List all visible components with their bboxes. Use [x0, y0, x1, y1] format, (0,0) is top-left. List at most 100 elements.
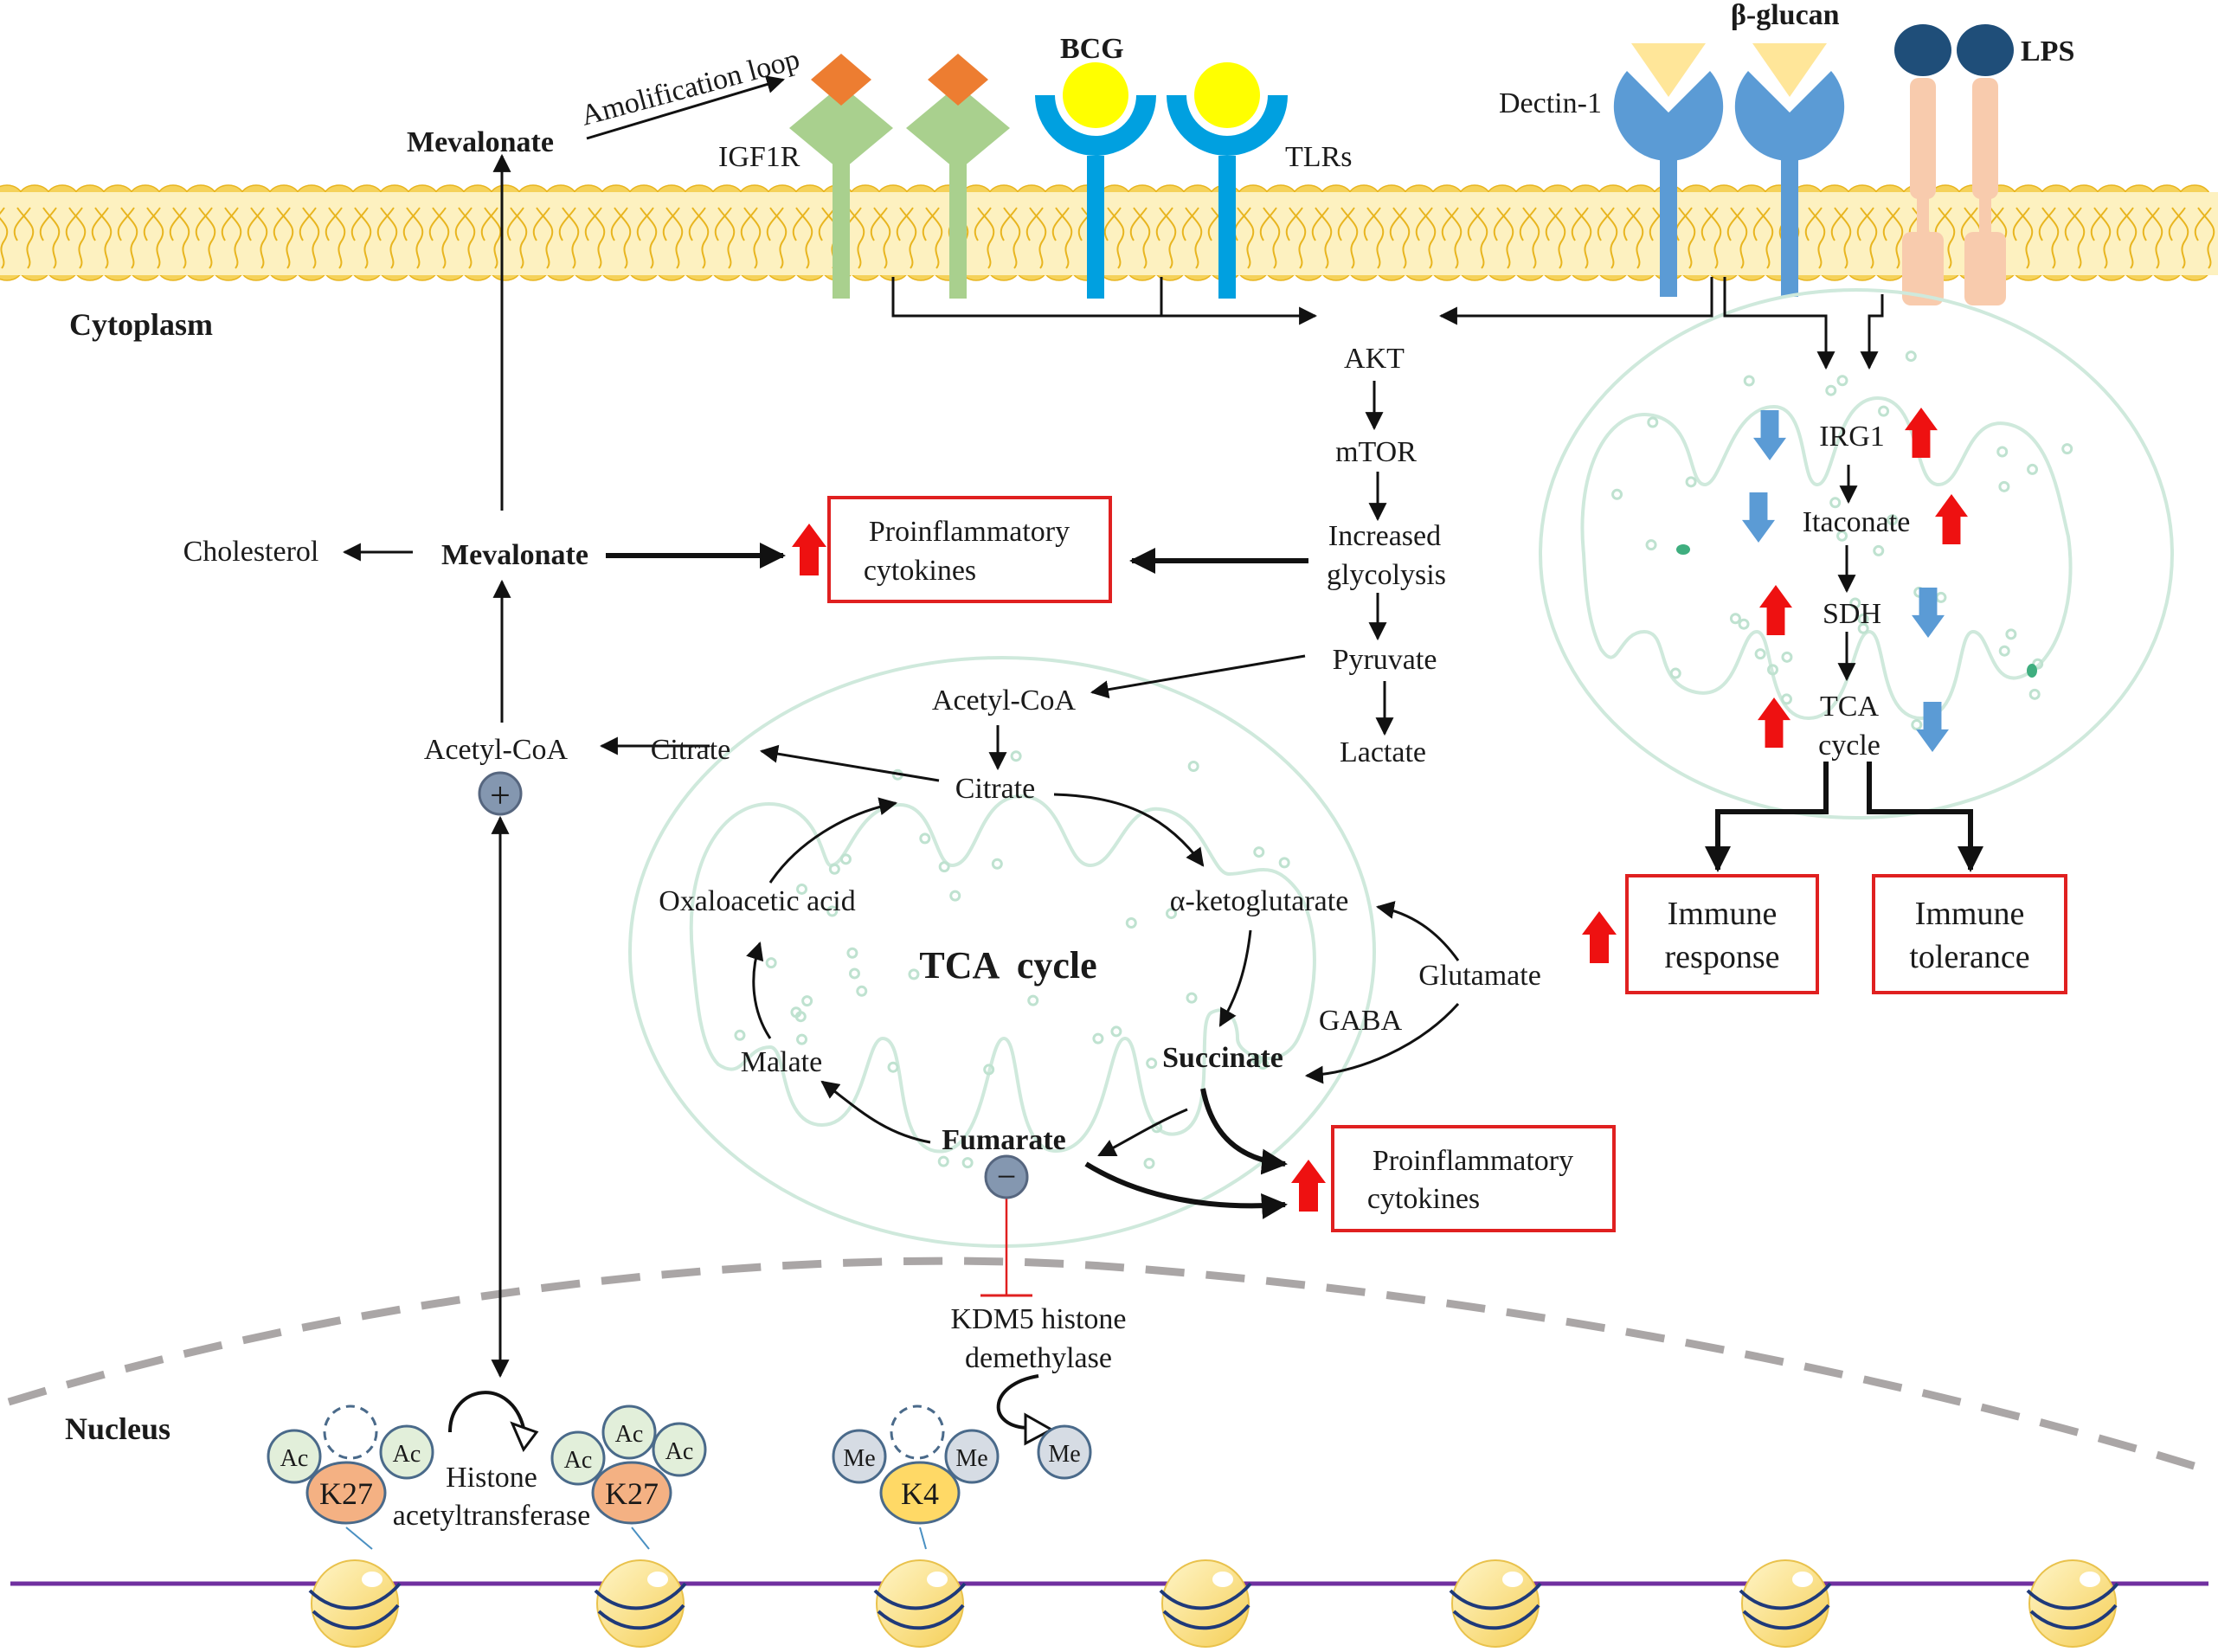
plus-sign: + [490, 776, 511, 816]
dectin1-label: Dectin-1 [1499, 87, 1602, 119]
proinflammatory-box-bottom [1331, 1125, 1616, 1232]
gaba-label: GABA [1319, 1005, 1403, 1037]
tlrs-label: TLRs [1285, 141, 1352, 173]
beta-glucan-label: β-glucan [1731, 0, 1840, 31]
plus-circle: + [478, 771, 523, 816]
succinate-to-fumarate-arrow [1097, 1108, 1188, 1157]
immune-tolerance-text-2: tolerance [1909, 939, 2029, 975]
dectin1-receptor-1 [1613, 43, 1724, 297]
glutamate-label: Glutamate [1418, 960, 1541, 992]
dectin-to-irg1-arrow [1723, 277, 1835, 370]
histone-group-1: K27 Ac Ac [267, 1405, 434, 1550]
acetyl-coa-tca-label: Acetyl-CoA [932, 685, 1077, 717]
kdm5-label-2: demethylase [965, 1342, 1112, 1374]
demethylase-arrowhead [1024, 1412, 1055, 1446]
nuclear-envelope [7, 1257, 2213, 1475]
ac-mark: Ac [665, 1438, 694, 1465]
histone-group-3: K4 Me Me Me [832, 1405, 1092, 1550]
tca-to-immune-response-arrow [1705, 762, 1829, 872]
immune-tolerance-text-1: Immune [1915, 896, 2025, 932]
cell-membrane [0, 177, 2218, 281]
histone-acetyltransferase-arrow [448, 1391, 525, 1433]
citrate-tca-label: Citrate [955, 773, 1036, 805]
nucleus-label: Nucleus [65, 1411, 170, 1446]
citrate-left-label: Citrate [651, 734, 731, 766]
amplification-loop-arrow [586, 75, 786, 140]
tca-cycle-label: TCA cycle [919, 944, 1096, 987]
lactate-label: Lactate [1340, 736, 1426, 768]
proinflammatory-bottom-text-1: Proinflammatory [1373, 1145, 1573, 1177]
me-mark: Me [843, 1445, 875, 1472]
lps-receptor-1 [1894, 24, 1951, 305]
tca-to-immune-tolerance-arrow [1867, 762, 1983, 872]
proinflammatory-top-text-1: Proinflammatory [869, 516, 1070, 548]
tlr-receptor-1 [1035, 62, 1156, 299]
me-mark: Me [955, 1445, 987, 1472]
minus-sign: − [997, 1157, 1017, 1196]
akt-label: AKT [1344, 343, 1405, 375]
increased-glycolysis-label-1: Increased [1328, 520, 1441, 552]
lps-receptor-2 [1957, 24, 2014, 305]
cholesterol-label: Cholesterol [183, 536, 319, 568]
proinflammatory-top-text-2: cytokines [864, 555, 976, 587]
mevalonate-mid-label: Mevalonate [441, 539, 588, 571]
glutamate-to-akg-arrow [1375, 901, 1460, 961]
lps-to-irg1-arrow [1860, 294, 1884, 370]
pyruvate-to-acetylcoa-arrow [1090, 654, 1306, 699]
tca-small-label-1: TCA [1820, 691, 1879, 723]
increased-glycolysis-label-2: glycolysis [1327, 559, 1446, 591]
ac-mark: Ac [564, 1447, 593, 1474]
immune-response-text-2: response [1665, 939, 1780, 975]
dectin-to-akt-arrow [1438, 277, 1713, 325]
fumarate-label: Fumarate [942, 1124, 1066, 1156]
nucleosomes [308, 1559, 2119, 1648]
tlr-receptor-2 [1167, 62, 1288, 299]
cytoplasm-label: Cytoplasm [69, 307, 213, 342]
acetyl-coa-left-label: Acetyl-CoA [424, 734, 569, 766]
immune-response-box [1625, 874, 1819, 994]
irg1-label: IRG1 [1819, 421, 1885, 453]
mtor-label: mTOR [1335, 436, 1417, 468]
dectin1-receptor-2 [1734, 43, 1845, 297]
k27-mark: K27 [605, 1476, 659, 1511]
demethylase-arrow [996, 1374, 1039, 1430]
histone-at-label-1: Histone [446, 1462, 537, 1494]
lps-label: LPS [2021, 35, 2074, 67]
mevalonate-top-label: Mevalonate [407, 126, 554, 158]
igf1r-label: IGF1R [718, 141, 800, 173]
malate-to-oxaloacetic-arrow [746, 942, 772, 1039]
igf1r-to-akt-line [891, 277, 1308, 318]
ac-mark: Ac [615, 1421, 644, 1448]
kdm5-label-1: KDM5 histone [950, 1303, 1126, 1335]
igf1r-receptor-1 [789, 54, 893, 299]
igf1r-receptor-2 [906, 54, 1010, 299]
pyruvate-label: Pyruvate [1333, 644, 1437, 676]
sdh-label: SDH [1823, 598, 1881, 630]
akg-to-succinate-arrow [1218, 929, 1252, 1027]
ac-mark: Ac [280, 1445, 309, 1472]
mitochondrion-right [1539, 288, 2174, 820]
citrate-to-citrate-left-arrow [759, 744, 940, 782]
itaconate-label: Itaconate [1803, 506, 1911, 538]
oxaloacetic-acid-label: Oxaloacetic acid [659, 885, 855, 917]
fumarate-to-malate-arrow [820, 1080, 931, 1144]
ac-mark: Ac [393, 1441, 421, 1468]
immune-response-text-1: Immune [1668, 896, 1778, 932]
proinflammatory-bottom-text-2: cytokines [1367, 1183, 1480, 1215]
me-mark: Me [1048, 1441, 1080, 1468]
succinate-label: Succinate [1162, 1042, 1283, 1074]
histone-at-label-2: acetyltransferase [393, 1500, 590, 1532]
succinate-to-cytokines-arrow [1200, 1088, 1288, 1175]
histone-group-2: K27 Ac Ac Ac [550, 1405, 707, 1550]
proinflammatory-box-top [827, 496, 1112, 603]
minus-circle: − [984, 1154, 1029, 1199]
k27-mark: K27 [319, 1476, 373, 1511]
amplification-loop-label: Amolification loop [577, 43, 802, 132]
bcg-label: BCG [1060, 33, 1124, 65]
a-ketoglutarate-label: α-ketoglutarate [1170, 885, 1349, 917]
fumarate-to-cytokines-arrow [1084, 1161, 1288, 1219]
tca-small-label-2: cycle [1818, 730, 1880, 762]
glutamate-to-succinate-arrow [1304, 1002, 1460, 1084]
